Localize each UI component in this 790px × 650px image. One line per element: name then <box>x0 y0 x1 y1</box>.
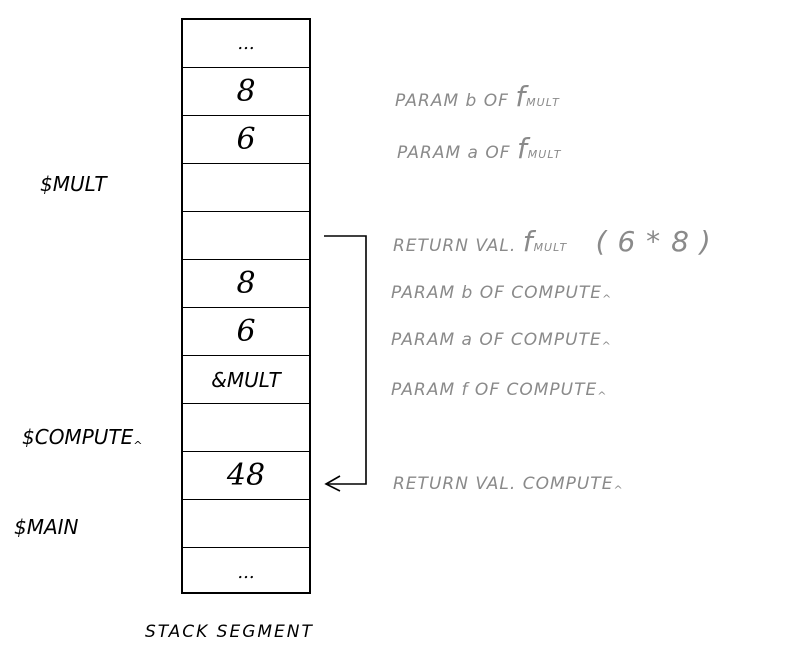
frame-label-main: $MAIN <box>14 515 79 539</box>
arrow-head-icon <box>324 475 341 492</box>
annotation-param-a-mult: PARAM a OF fMULT <box>397 132 561 165</box>
stack-cell-param-b-compute: 8 <box>183 260 309 308</box>
cell-value: 8 <box>236 74 256 109</box>
annotation-f: f <box>516 132 528 165</box>
stack-cell-empty <box>183 500 309 548</box>
annotation-text: RETURN VAL. COMPUTE <box>393 474 614 494</box>
stack-cell-top-ellipsis: ... <box>183 20 309 68</box>
cell-value: &MULT <box>211 367 281 392</box>
cell-value: 48 <box>226 458 266 493</box>
annotation-param-b-compute: PARAM b OF COMPUTE^ <box>391 283 612 305</box>
annotation-sub: ^ <box>602 292 613 306</box>
frame-label-mult: $MULT <box>40 172 107 196</box>
stack-cell-bottom-ellipsis: ... <box>183 548 309 596</box>
stack-cell-param-a-mult: 6 <box>183 116 309 164</box>
ellipsis-text: ... <box>237 561 255 583</box>
frame-label-compute-sub: ^ <box>133 439 143 452</box>
annotation-text: PARAM b OF <box>395 91 509 111</box>
stack-cell-return-mult <box>183 212 309 260</box>
annotation-f: f <box>515 80 527 113</box>
frame-label-compute: $COMPUTE^ <box>22 425 142 452</box>
annotation-text: RETURN VAL. <box>393 236 517 256</box>
cell-value: 6 <box>236 122 256 157</box>
ellipsis-text: ... <box>237 33 255 54</box>
arrow-line <box>324 235 367 485</box>
annotation-text: PARAM a OF COMPUTE <box>391 330 602 350</box>
stack-cell-param-f-compute: &MULT <box>183 356 309 404</box>
annotation-text: PARAM b OF COMPUTE <box>391 283 603 303</box>
annotation-return-mult: RETURN VAL. fMULT ( 6 * 8 ) <box>393 225 712 258</box>
annotation-f: f <box>522 225 534 258</box>
annotation-param-f-compute: PARAM f OF COMPUTE^ <box>391 380 607 402</box>
annotation-sub: ^ <box>597 389 608 403</box>
annotation-return-compute: RETURN VAL. COMPUTE^ <box>393 474 624 496</box>
stack-segment-box: ... 8 6 8 6 &MULT 48 ... <box>181 18 311 594</box>
annotation-fname: MULT <box>527 148 562 161</box>
annotation-fname: MULT <box>533 241 568 254</box>
stack-cell-return-compute: 48 <box>183 452 309 500</box>
cell-value: 8 <box>236 266 256 301</box>
stack-cell-param-b-mult: 8 <box>183 68 309 116</box>
frame-label-compute-text: $COMPUTE <box>22 425 134 449</box>
annotation-text: PARAM a OF <box>397 143 511 163</box>
diagram-caption: STACK SEGMENT <box>145 622 314 642</box>
stack-cell-empty <box>183 404 309 452</box>
annotation-fname: MULT <box>526 96 560 109</box>
annotation-sub: ^ <box>601 339 612 353</box>
annotation-text: PARAM f OF COMPUTE <box>391 380 598 400</box>
annotation-expression: ( 6 * 8 ) <box>595 225 712 258</box>
annotation-sub: ^ <box>613 483 624 497</box>
cell-value: 6 <box>236 314 256 349</box>
annotation-param-b-mult: PARAM b OF fMULT <box>395 80 560 113</box>
annotation-param-a-compute: PARAM a OF COMPUTE^ <box>391 330 612 352</box>
stack-cell-param-a-compute: 6 <box>183 308 309 356</box>
stack-cell-empty <box>183 164 309 212</box>
